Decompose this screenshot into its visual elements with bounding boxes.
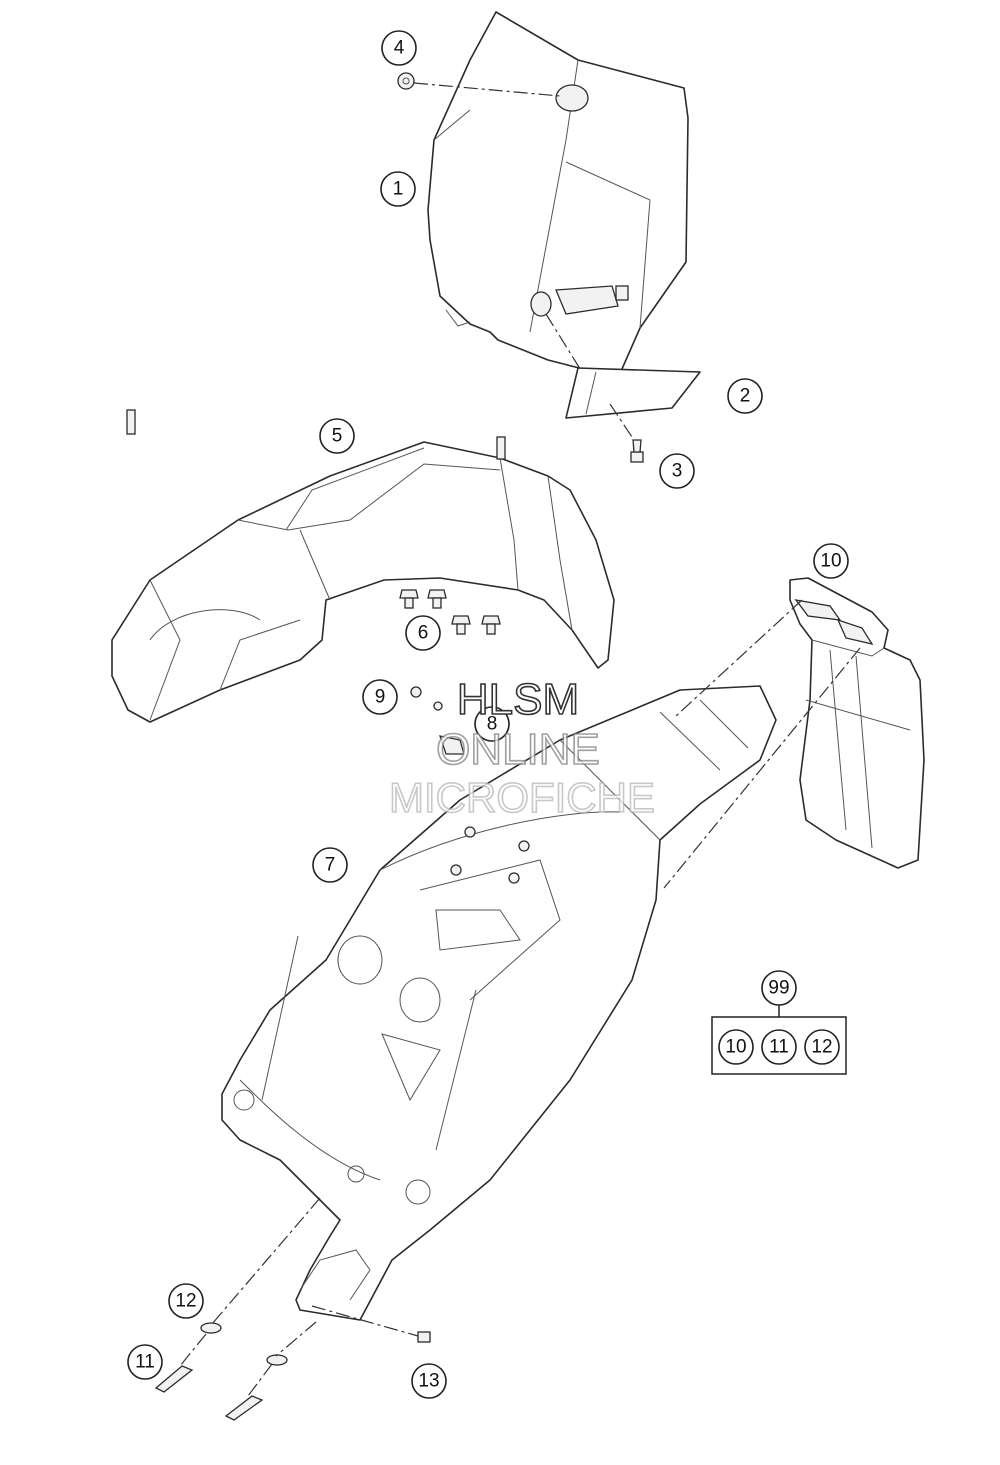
part-screw-set[interactable]: [399, 589, 501, 635]
watermark-line-2: ONLINE: [436, 725, 600, 774]
kit-99[interactable]: 99 10 11 12: [711, 970, 847, 1075]
watermark-line-1: HLSM: [457, 675, 579, 724]
callout-2[interactable]: 2: [727, 378, 763, 414]
callout-2-label: 2: [740, 386, 751, 407]
callout-1-label: 1: [393, 179, 404, 200]
part-clip[interactable]: [439, 735, 465, 755]
part-bolt[interactable]: [154, 1365, 264, 1421]
kit-item-12-label: 12: [811, 1037, 832, 1058]
part-decal[interactable]: [565, 367, 701, 419]
callout-8[interactable]: 8: [474, 706, 510, 742]
leader-lines: [179, 82, 861, 1397]
callout-99-label: 99: [768, 978, 789, 999]
callout-9[interactable]: 9: [362, 679, 398, 715]
part-small-screw[interactable]: [410, 686, 443, 711]
part-front-fender[interactable]: [111, 409, 615, 723]
callout-12[interactable]: 12: [168, 1283, 204, 1319]
callout-10[interactable]: 10: [813, 543, 849, 579]
part-number-plate[interactable]: [427, 11, 689, 379]
callout-5[interactable]: 5: [319, 418, 355, 454]
kit-item-12[interactable]: 12: [804, 1029, 840, 1065]
kit-item-10[interactable]: 10: [718, 1029, 754, 1065]
callout-12-label: 12: [175, 1291, 196, 1312]
callout-11-label: 11: [135, 1352, 155, 1373]
callout-13[interactable]: 13: [411, 1363, 447, 1399]
watermark: HLSM ONLINE MICROFICHE: [388, 674, 656, 822]
kit-item-11-label: 11: [769, 1037, 789, 1058]
part-nut[interactable]: [397, 72, 415, 90]
callout-6[interactable]: 6: [405, 615, 441, 651]
callout-8-label: 8: [487, 714, 498, 735]
watermark-line-3: MICROFICHE: [389, 774, 655, 821]
callout-4-label: 4: [394, 38, 405, 59]
kit-item-10-label: 10: [725, 1037, 746, 1058]
callout-13-label: 13: [418, 1371, 439, 1392]
callout-10-label: 10: [820, 551, 841, 572]
callout-11[interactable]: 11: [127, 1344, 163, 1380]
kit-item-11[interactable]: 11: [761, 1029, 797, 1065]
callout-7-label: 7: [325, 855, 336, 876]
callout-99: 99: [761, 970, 797, 1006]
part-screw-decal[interactable]: [630, 439, 644, 463]
callout-3-label: 3: [672, 461, 683, 482]
part-screw-rear[interactable]: [417, 1331, 431, 1343]
part-washer[interactable]: [200, 1322, 288, 1366]
callout-1[interactable]: 1: [380, 171, 416, 207]
callout-6-label: 6: [418, 623, 429, 644]
callout-7[interactable]: 7: [312, 847, 348, 883]
part-rear-mudflap[interactable]: [789, 577, 925, 869]
callout-9-label: 9: [375, 687, 386, 708]
callout-5-label: 5: [332, 426, 343, 447]
callout-3[interactable]: 3: [659, 453, 695, 489]
part-rear-fender[interactable]: [221, 685, 777, 1321]
callout-4[interactable]: 4: [381, 30, 417, 66]
